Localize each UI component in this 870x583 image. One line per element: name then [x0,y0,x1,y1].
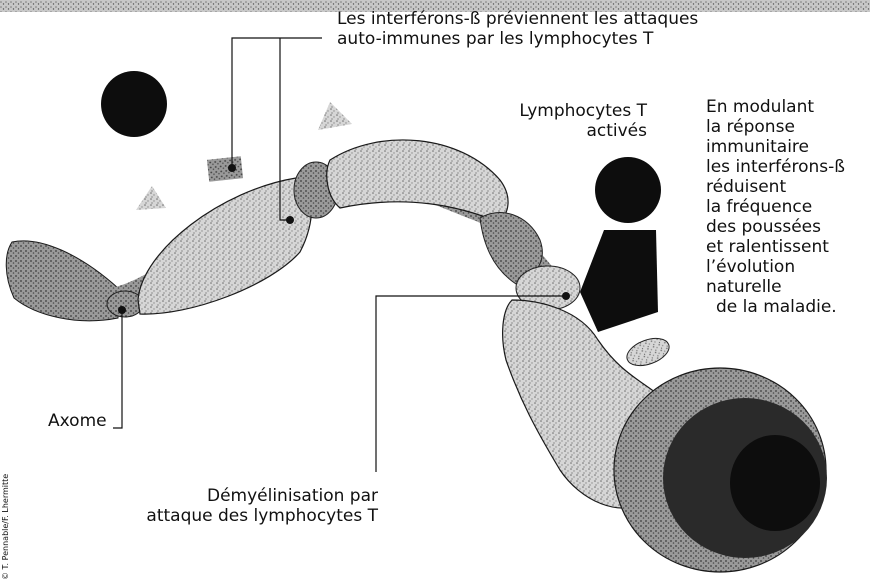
modulation-line: En modulant [706,97,845,117]
leader-interferons [232,38,322,168]
modulation-line: de la maladie. [716,297,845,317]
activated-lymphocyte-circle [595,157,661,223]
lymphocytes-label-line-2: activés [492,121,647,141]
modulation-text: En modulant la réponse immunitaire les i… [706,97,845,317]
modulation-line: réduisent [706,177,845,197]
myelin-segment-2 [327,140,508,222]
demyelination-label-line-2: attaque des lymphocytes T [108,506,378,526]
interferons-label: Les interférons-ß préviennent les attaqu… [337,9,698,49]
myelin-segment-1 [138,178,312,314]
leader-axome [113,310,122,428]
lymphocyte-triangle-left [136,186,166,210]
interferons-label-line-2: auto-immunes par les lymphocytes T [337,29,698,49]
interferon-square [207,156,243,181]
interferons-label-line-1: Les interférons-ß préviennent les attaqu… [337,9,698,29]
lymphocyte-circle-left [101,71,167,137]
fiber-cut-rim [623,333,673,371]
modulation-line: immunitaire [706,137,845,157]
image-credit: © T. Pennable/F. Lhermitte [1,430,11,580]
modulation-line: la fréquence [706,197,845,217]
dot-interferon-square [228,164,236,172]
modulation-line: les interférons-ß [706,157,845,177]
modulation-line: l’évolution [706,257,845,277]
activated-lymphocyte-body [580,230,658,332]
modulation-line: et ralentissent [706,237,845,257]
modulation-line: des poussées [706,217,845,237]
lymphocytes-label-line-1: Lymphocytes T [492,101,647,121]
demyelination-label: Démyélinisation par attaque des lymphocy… [108,486,378,526]
modulation-line: naturelle [706,277,845,297]
modulation-line: la réponse [706,117,845,137]
axome-label: Axome [48,411,107,431]
demyelination-label-line-1: Démyélinisation par [108,486,378,506]
lymphocyte-triangle-top [318,102,352,130]
axon-end-left [6,241,118,321]
axome-label-text: Axome [48,411,107,431]
dot-interferon-segment [286,216,294,224]
lymphocytes-label: Lymphocytes T activés [492,101,647,141]
axon-cut-core [730,435,820,531]
ranvier-node-1 [107,291,143,317]
dot-axome [118,306,126,314]
dot-demyelination [562,292,570,300]
